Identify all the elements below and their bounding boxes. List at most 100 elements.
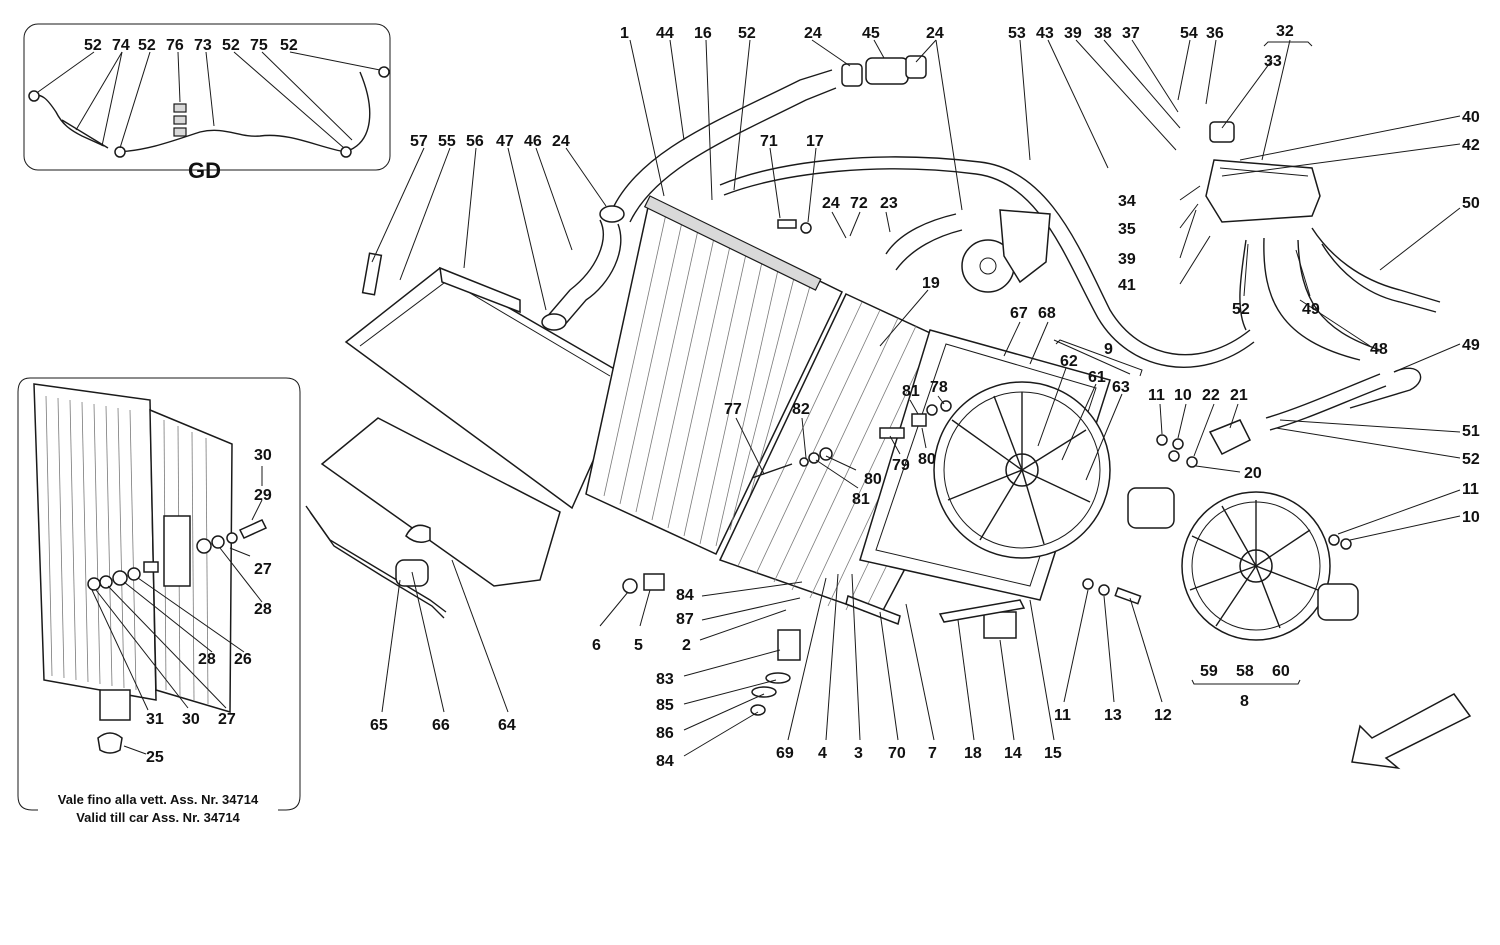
- callout-48: 48: [1370, 341, 1388, 358]
- callout-81-upper: 81: [902, 383, 920, 400]
- callout-77: 77: [724, 401, 742, 418]
- inset-gd-code: GD: [188, 158, 221, 183]
- callout-5: 5: [634, 637, 643, 654]
- callout-67: 67: [1010, 305, 1028, 322]
- callout-12: 12: [1154, 707, 1172, 724]
- callout-35: 35: [1118, 221, 1136, 238]
- callout-86: 86: [656, 725, 674, 742]
- callout-79: 79: [892, 457, 910, 474]
- callout-17: 17: [806, 133, 824, 150]
- callout-52-top: 52: [738, 25, 756, 42]
- callout-52-right-b: 52: [1462, 451, 1480, 468]
- inset-detail-label-27a: 27: [254, 561, 272, 578]
- callout-54: 54: [1180, 25, 1198, 42]
- callout-37: 37: [1122, 25, 1140, 42]
- callout-49-a: 49: [1302, 301, 1320, 318]
- callout-66: 66: [432, 717, 450, 734]
- callout-24-left: 24: [552, 133, 570, 150]
- inset-gd-label-75: 75: [250, 37, 268, 54]
- callout-85: 85: [656, 697, 674, 714]
- callout-9: 9: [1104, 341, 1113, 358]
- inset-detail-label-29: 29: [254, 487, 272, 504]
- inset-gd: 52 74 52 76 73 52 75 52 GD: [23, 23, 391, 183]
- callout-80-right: 80: [918, 451, 936, 468]
- callout-11-right: 11: [1462, 481, 1479, 498]
- callout-20: 20: [1244, 465, 1262, 482]
- callout-4: 4: [818, 745, 827, 762]
- callout-21: 21: [1230, 387, 1248, 404]
- inset-detail-label-27b: 27: [218, 711, 236, 728]
- callout-70: 70: [888, 745, 906, 762]
- callout-81-lower: 81: [852, 491, 870, 508]
- callout-83: 83: [656, 671, 674, 688]
- callout-3: 3: [854, 745, 863, 762]
- callout-22: 22: [1202, 387, 1220, 404]
- callout-45: 45: [862, 25, 880, 42]
- callout-7: 7: [928, 745, 937, 762]
- callout-56: 56: [466, 133, 484, 150]
- callout-labels: 1 44 16 52 24 45 24 53 43 39 38 37 54 36…: [370, 23, 1480, 770]
- inset-detail-label-30a: 30: [254, 447, 272, 464]
- callout-64: 64: [498, 717, 516, 734]
- callout-36: 36: [1206, 25, 1224, 42]
- inset-detail-label-28a: 28: [254, 601, 272, 618]
- inset-note-italian: Vale fino alla vett. Ass. Nr. 34714: [58, 792, 259, 807]
- callout-52-right-a: 52: [1232, 301, 1250, 318]
- callout-24-top-b: 24: [926, 25, 944, 42]
- inset-detail-label-28b: 28: [198, 651, 216, 668]
- callout-13: 13: [1104, 707, 1122, 724]
- callout-10-right: 10: [1462, 509, 1480, 526]
- callout-33: 33: [1264, 53, 1282, 70]
- inset-gd-label-52b: 52: [138, 37, 156, 54]
- inset-note-english: Valid till car Ass. Nr. 34714: [76, 810, 240, 825]
- callout-11-bottom: 11: [1054, 707, 1071, 724]
- inset-radiator-detail: 30 29 27 28 28 26 27 31 30 25 Vale fino …: [17, 377, 301, 825]
- callout-39-top: 39: [1064, 25, 1082, 42]
- callout-8: 8: [1240, 693, 1249, 710]
- callout-53: 53: [1008, 25, 1026, 42]
- callout-49-b: 49: [1462, 337, 1480, 354]
- callout-1: 1: [620, 25, 629, 42]
- callout-32: 32: [1276, 23, 1294, 40]
- callout-47: 47: [496, 133, 514, 150]
- callout-82: 82: [792, 401, 810, 418]
- callout-50: 50: [1462, 195, 1480, 212]
- direction-arrow-icon: [1351, 693, 1472, 770]
- callout-84-lower: 84: [656, 753, 674, 770]
- callout-23: 23: [880, 195, 898, 212]
- callout-51: 51: [1462, 423, 1480, 440]
- inset-gd-label-52c: 52: [222, 37, 240, 54]
- callout-38: 38: [1094, 25, 1112, 42]
- inset-gd-label-76: 76: [166, 37, 184, 54]
- callout-87: 87: [676, 611, 694, 628]
- callout-65: 65: [370, 717, 388, 734]
- callout-42: 42: [1462, 137, 1480, 154]
- callout-58: 58: [1236, 663, 1254, 680]
- callout-18: 18: [964, 745, 982, 762]
- callout-72: 72: [850, 195, 868, 212]
- callout-71: 71: [760, 133, 778, 150]
- inset-detail-label-31: 31: [146, 711, 164, 728]
- callout-41: 41: [1118, 277, 1136, 294]
- callout-24-top-a: 24: [804, 25, 822, 42]
- callout-44: 44: [656, 25, 674, 42]
- callout-2: 2: [682, 637, 691, 654]
- callout-55: 55: [438, 133, 456, 150]
- callout-84-upper: 84: [676, 587, 694, 604]
- callout-19: 19: [922, 275, 940, 292]
- inset-gd-label-73: 73: [194, 37, 212, 54]
- inset-detail-label-25: 25: [146, 749, 164, 766]
- callout-60: 60: [1272, 663, 1290, 680]
- inset-detail-label-26: 26: [234, 651, 252, 668]
- callout-11-upper: 11: [1148, 387, 1165, 404]
- callout-24-mid: 24: [822, 195, 840, 212]
- callout-10-upper: 10: [1174, 387, 1192, 404]
- callout-62: 62: [1060, 353, 1078, 370]
- callout-14: 14: [1004, 745, 1022, 762]
- main-assembly-drawing: [305, 39, 1472, 770]
- callout-16: 16: [694, 25, 712, 42]
- callout-46: 46: [524, 133, 542, 150]
- callout-80-left: 80: [864, 471, 882, 488]
- callout-68: 68: [1038, 305, 1056, 322]
